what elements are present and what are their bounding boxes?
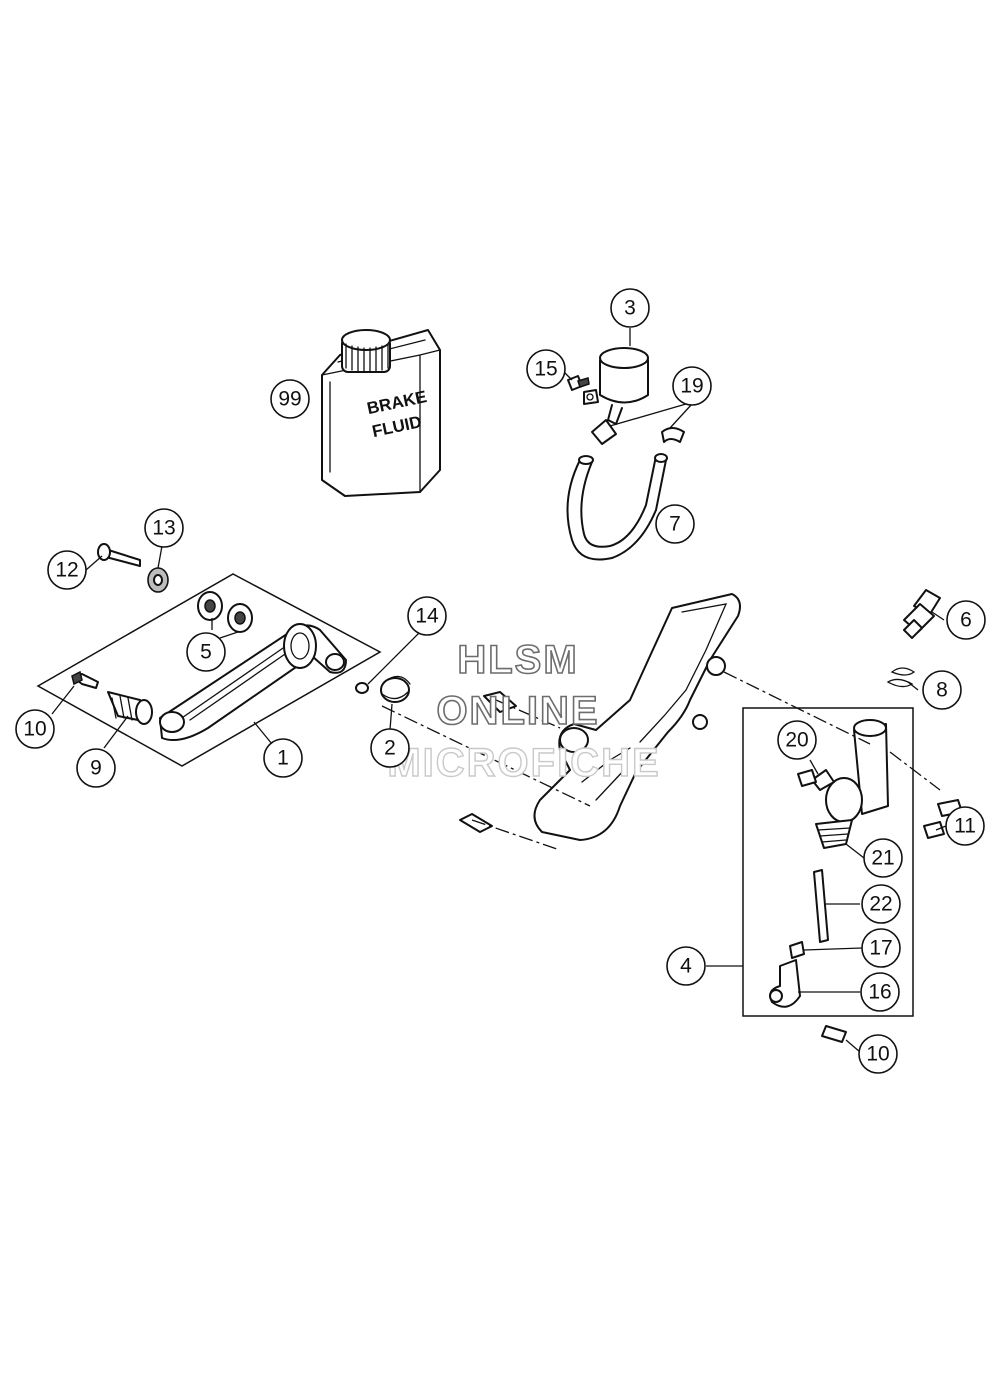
watermark-line2: ONLINE [436,689,599,733]
svg-text:8: 8 [936,679,948,702]
callout-14: 14 [407,596,447,636]
callout-21: 21 [863,838,903,878]
callout-7: 7 [655,504,695,544]
svg-text:6: 6 [960,609,972,632]
callout-17: 17 [861,928,901,968]
svg-text:22: 22 [869,893,892,916]
callout-1: 1 [263,738,303,778]
svg-text:10: 10 [23,718,46,741]
callout-8: 8 [922,670,962,710]
svg-text:3: 3 [624,297,636,320]
callout-16: 16 [860,972,900,1012]
callout-13: 13 [144,508,184,548]
svg-text:7: 7 [669,513,681,536]
brake-pedal-group [36,543,382,767]
master-cylinder-group [742,707,914,1017]
brake-fluid-can: BRAKE FLUID [321,329,441,497]
svg-text:20: 20 [785,729,808,752]
svg-text:10: 10 [866,1043,889,1066]
callout-11: 11 [945,806,985,846]
callout-3: 3 [610,288,650,328]
svg-text:5: 5 [200,641,212,664]
watermark: HLSM ONLINE MICROFICHE [387,637,660,786]
callout-22: 22 [861,884,901,924]
callout-2: 2 [370,728,410,768]
callout-99: 99 [270,379,310,419]
svg-text:16: 16 [868,981,891,1004]
svg-text:15: 15 [534,358,557,381]
svg-text:4: 4 [680,955,692,978]
svg-text:17: 17 [869,937,892,960]
callout-19: 19 [672,366,712,406]
footrest-bracket [533,593,741,841]
svg-text:19: 19 [680,375,703,398]
callout-5: 5 [186,632,226,672]
svg-text:9: 9 [90,757,102,780]
svg-text:21: 21 [871,847,894,870]
callout-20: 20 [777,720,817,760]
svg-text:11: 11 [954,815,976,838]
callout-12: 12 [47,550,87,590]
reservoir-assembly [566,347,685,561]
callout-6: 6 [946,600,986,640]
svg-text:13: 13 [152,517,175,540]
banjo-parts [886,589,941,688]
svg-text:2: 2 [384,737,396,760]
svg-text:99: 99 [278,388,301,411]
svg-text:14: 14 [415,605,439,628]
callout-10-left: 10 [15,709,55,749]
watermark-line3: MICROFICHE [387,741,660,785]
watermark-line1: HLSM [457,638,578,682]
callout-10-right: 10 [858,1034,898,1074]
callout-9: 9 [76,748,116,788]
svg-text:1: 1 [277,747,289,770]
callout-15: 15 [526,349,566,389]
callout-4: 4 [666,946,706,986]
svg-text:12: 12 [55,559,78,582]
axis-lines [381,671,941,851]
leader-lines [51,328,947,1053]
